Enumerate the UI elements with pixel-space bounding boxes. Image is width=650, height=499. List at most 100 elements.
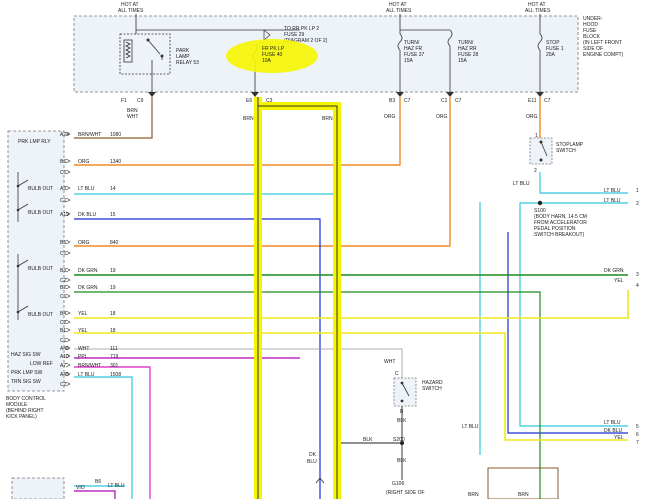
svg-text:2: 2 bbox=[534, 168, 537, 174]
pin-connector-arrow bbox=[65, 381, 71, 387]
svg-text:ALL TIMES: ALL TIMES bbox=[118, 8, 144, 14]
turn-haz-rr-fuse: TURN/ HAZ RR FUSE 28 15A bbox=[447, 29, 479, 64]
svg-text:KICK PANEL): KICK PANEL) bbox=[6, 414, 37, 420]
bcm-prk-lmp-rly: PRK LMP RLY bbox=[18, 139, 51, 145]
svg-text:6: 6 bbox=[636, 432, 639, 438]
dkblu-connector-chevron bbox=[315, 477, 325, 484]
svg-text:PARK: PARK bbox=[176, 48, 190, 54]
svg-text:HAZ RR: HAZ RR bbox=[458, 46, 477, 52]
bcm-pin-row: B3 DK GRN 19 bbox=[60, 267, 116, 274]
svg-text:HOOD: HOOD bbox=[583, 22, 598, 28]
svg-text:TRN SIG SW: TRN SIG SW bbox=[11, 379, 41, 385]
wire-color: PPL bbox=[78, 354, 88, 360]
svg-text:FUSE 29: FUSE 29 bbox=[284, 32, 305, 38]
svg-text:LOW REF: LOW REF bbox=[30, 361, 53, 367]
s200-blk-label: BLK bbox=[363, 437, 373, 443]
svg-text:BLOCK: BLOCK bbox=[583, 34, 601, 40]
circuit-number: 719 bbox=[110, 354, 119, 360]
svg-text:5: 5 bbox=[636, 424, 639, 430]
right-edge-labels: LT BLU 1 LT BLU 2 DK GRN 3 YEL 4 LT BLU … bbox=[604, 188, 639, 446]
wire-color: ORG bbox=[78, 240, 90, 246]
turn-haz-fr-fuse: TURN/ HAZ FR FUSE 37 15A bbox=[397, 33, 425, 64]
pin-number: B4 bbox=[60, 311, 66, 317]
svg-text:BRN: BRN bbox=[322, 116, 333, 122]
bottom-ltblu-label: LT BLU bbox=[108, 483, 125, 489]
wire-ltblu-s100-1 bbox=[539, 172, 628, 194]
pin-connector-arrow bbox=[65, 250, 71, 256]
svg-text:S100: S100 bbox=[534, 208, 546, 214]
circuit-number: 14 bbox=[110, 186, 116, 192]
connector-arrows bbox=[148, 92, 544, 97]
hazard-blk-label: BLK bbox=[397, 418, 407, 424]
svg-text:TURN/: TURN/ bbox=[458, 40, 474, 46]
pin-connector-arrow bbox=[65, 345, 71, 351]
svg-text:SIDE OF: SIDE OF bbox=[583, 46, 603, 52]
wire-brn-wht-a24 bbox=[74, 97, 153, 139]
svg-text:BULB OUT: BULB OUT bbox=[28, 210, 53, 216]
bcm-pin-row: C2 bbox=[60, 319, 71, 326]
svg-text:B3: B3 bbox=[389, 98, 395, 104]
svg-text:E11: E11 bbox=[528, 98, 537, 104]
bulb-out-relay-1: BULB OUT BULB OUT bbox=[16, 172, 53, 222]
pin-connector-arrow bbox=[65, 362, 71, 368]
svg-text:STOPLAMP: STOPLAMP bbox=[556, 142, 584, 148]
fuse-block-title: UNDER- HOOD FUSE BLOCK (IN LEFT FRONT SI… bbox=[583, 16, 624, 58]
svg-text:2: 2 bbox=[636, 201, 639, 207]
pin-connector-arrow bbox=[65, 158, 71, 164]
svg-text:(RIGHT SIDE OF: (RIGHT SIDE OF bbox=[386, 490, 425, 496]
bottom-dkblu-label: DK BLU bbox=[307, 452, 317, 465]
svg-text:HOT AT: HOT AT bbox=[121, 2, 139, 8]
svg-text:BULB OUT: BULB OUT bbox=[28, 186, 53, 192]
svg-text:C9: C9 bbox=[137, 98, 144, 104]
bcm-pin-row: C2 bbox=[60, 277, 71, 284]
pin-number: B3 bbox=[60, 268, 66, 274]
svg-text:SWITCH: SWITCH bbox=[556, 148, 576, 154]
splice-s100-label: S100 (BODY HARN, 14.5 CM FROM ACCELERATO… bbox=[534, 208, 587, 238]
svg-text:C7: C7 bbox=[544, 98, 551, 104]
svg-text:C3: C3 bbox=[266, 98, 273, 104]
svg-text:BODY CONTROL: BODY CONTROL bbox=[6, 396, 46, 402]
svg-text:FR PK LP: FR PK LP bbox=[262, 46, 285, 52]
bottom-left-module bbox=[11, 477, 65, 499]
stoplamp-ltblu-label: LT BLU bbox=[513, 181, 530, 187]
circuit-number: 18 bbox=[110, 311, 116, 317]
bottom-right-component bbox=[487, 467, 559, 499]
to-rr-pk-lp-label: TO RR PK LP 2 FUSE 29 (DIAGRAM 2 OF 2) bbox=[263, 26, 328, 44]
hot-at-all-times-label-2: HOT AT ALL TIMES bbox=[386, 2, 412, 14]
bottom-b6-label: B6 bbox=[95, 479, 101, 485]
bcm-pin-row: C1 bbox=[60, 250, 71, 257]
pin-connector-arrow bbox=[65, 371, 71, 377]
svg-text:(IN LEFT FRONT: (IN LEFT FRONT bbox=[583, 40, 622, 46]
wire-color: BRN/WHT bbox=[78, 363, 101, 369]
circuit-number: 19 bbox=[110, 285, 116, 291]
pin-connector-arrow bbox=[65, 185, 71, 191]
pin-connector-arrow bbox=[65, 319, 71, 325]
circuit-number: 19 bbox=[110, 268, 116, 274]
svg-text:UNDER-: UNDER- bbox=[583, 16, 603, 22]
pin-number: A19 bbox=[60, 212, 69, 218]
circuit-number: 15 bbox=[110, 212, 116, 218]
hot-at-all-times-label-3: HOT AT ALL TIMES bbox=[525, 2, 551, 14]
wire-yel-b1 bbox=[74, 332, 628, 441]
svg-text:RELAY 53: RELAY 53 bbox=[176, 60, 199, 66]
wire-pink-a7 bbox=[74, 366, 151, 499]
body-control-module bbox=[7, 130, 65, 392]
circuit-number: 1508 bbox=[110, 372, 121, 378]
bcm-pin-row: C1 bbox=[60, 197, 71, 204]
circuit-number: 18 bbox=[110, 328, 116, 334]
svg-text:YEL: YEL bbox=[614, 435, 624, 441]
wire-color: YEL bbox=[78, 311, 88, 317]
pin-connector-arrow bbox=[65, 337, 71, 343]
pin-connector-arrow bbox=[65, 267, 71, 273]
svg-text:HAZ FR: HAZ FR bbox=[404, 46, 422, 52]
svg-text:BRN: BRN bbox=[127, 108, 138, 114]
svg-text:C7: C7 bbox=[455, 98, 462, 104]
fr-pk-lp-highlight bbox=[226, 39, 318, 73]
wire-color: DK BLU bbox=[78, 212, 96, 218]
svg-text:C1: C1 bbox=[441, 98, 448, 104]
park-lamp-relay: PARK LAMP RELAY 53 bbox=[119, 33, 199, 75]
wire-color: DK GRN bbox=[78, 268, 98, 274]
